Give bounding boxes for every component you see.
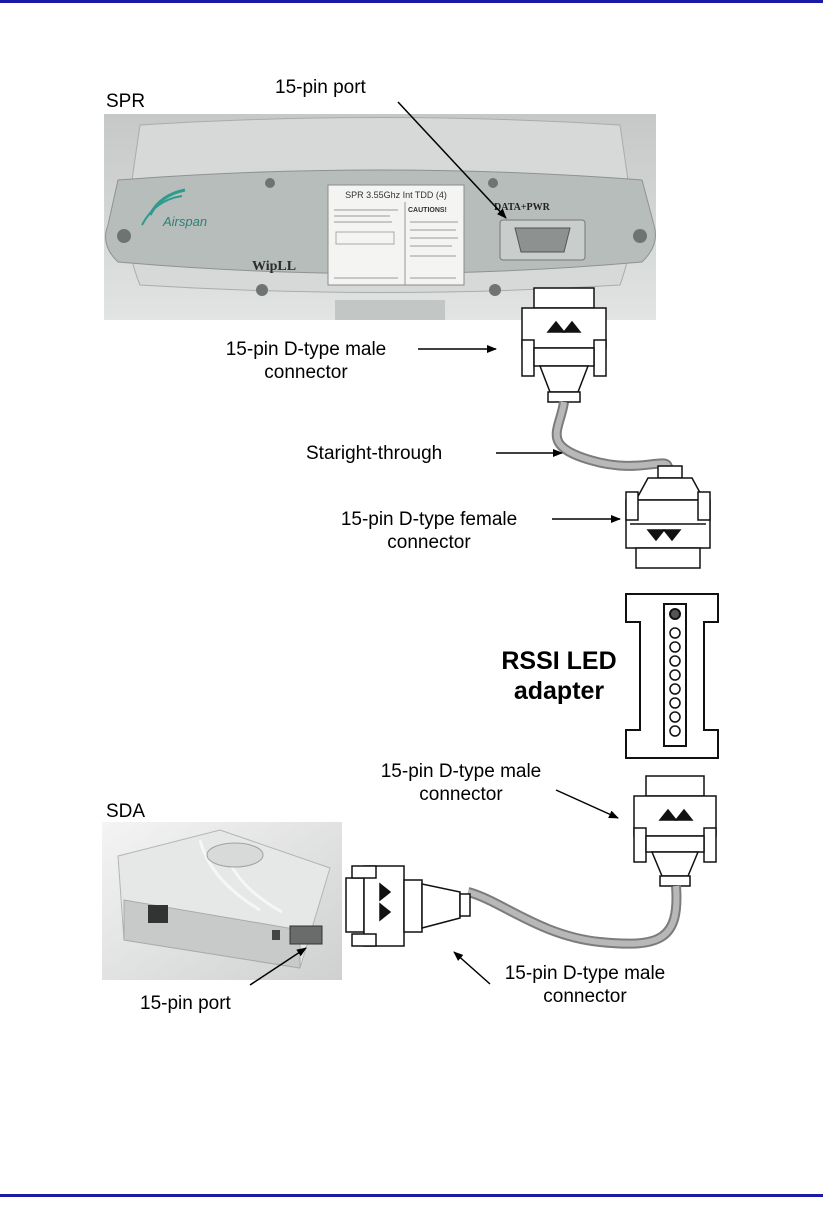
spr-port-label-text: DATA+PWR	[494, 202, 551, 213]
bottom-rule	[0, 1194, 823, 1197]
adapter-connector-line-1: 15-pin D-type male	[354, 760, 568, 783]
sda-connector-line-1: 15-pin D-type male	[478, 962, 692, 985]
spr-product-text: WipLL	[252, 259, 296, 274]
sda-15-pin-port	[290, 926, 322, 944]
female-connector-line-1: 15-pin D-type female	[313, 508, 545, 531]
sda-power-jack-icon	[148, 905, 168, 923]
sda-connector-line-2: connector	[478, 985, 692, 1008]
rssi-adapter-line-2: adapter	[484, 676, 634, 706]
sda-label: SDA	[106, 800, 145, 823]
adapter-connector-line-2: connector	[354, 783, 568, 806]
straight-through-label: Staright-through	[306, 442, 442, 465]
spr-label-sticker	[328, 185, 464, 285]
rssi-adapter-line-1: RSSI LED	[484, 646, 634, 676]
adapter-connector-label: 15-pin D-type male connector	[354, 760, 568, 806]
spr-label: SPR	[106, 90, 145, 113]
sda-photo	[102, 822, 342, 980]
rssi-adapter-label: RSSI LED adapter	[484, 646, 634, 706]
female-connector	[626, 466, 710, 568]
spr-brand-text: Airspan	[162, 214, 207, 229]
spr-connector-label: 15-pin D-type male connector	[201, 338, 411, 384]
spr-caution-text: CAUTIONS!	[408, 207, 447, 214]
sda-male-connector	[346, 866, 470, 946]
female-connector-label: 15-pin D-type female connector	[313, 508, 545, 554]
female-connector-line-2: connector	[313, 531, 545, 554]
spr-port-label: 15-pin port	[275, 76, 366, 99]
sda-connector-label: 15-pin D-type male connector	[478, 962, 692, 1008]
spr-connector-line-2: connector	[201, 361, 411, 384]
spr-model-text: SPR 3.55Ghz Int TDD (4)	[345, 190, 447, 200]
sda-port-label: 15-pin port	[140, 992, 231, 1015]
adapter-male-connector	[634, 776, 716, 886]
spr-male-connector	[522, 288, 606, 402]
spr-connector-line-1: 15-pin D-type male	[201, 338, 411, 361]
straight-through-cable	[557, 402, 668, 468]
